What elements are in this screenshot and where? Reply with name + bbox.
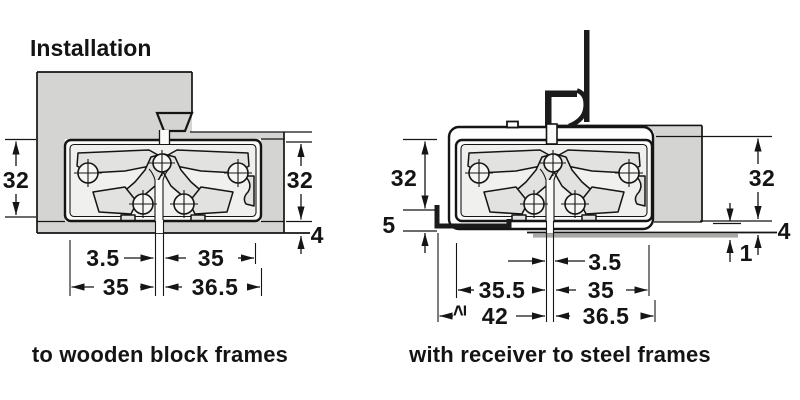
svg-text:32: 32: [3, 167, 30, 193]
svg-text:35: 35: [588, 277, 615, 303]
dim-left-32: 32: [3, 138, 36, 218]
left-diagram: 32 32 4 3.5 35 35 36.5: [3, 71, 324, 367]
dim-right-left-32: 32 5: [382, 138, 437, 253]
dim-rows-right-diagram: 3.5 35.5 35 ≥ 42 36.5: [437, 233, 656, 329]
receiver-lug: [506, 120, 519, 129]
svg-text:4: 4: [311, 222, 324, 248]
steel-frame-return: [434, 205, 512, 229]
svg-text:36.5: 36.5: [192, 274, 239, 300]
door-leaf: [556, 127, 702, 222]
page-title: Installation: [30, 35, 151, 61]
caption-left: to wooden block frames: [32, 342, 288, 367]
steel-frame-profile: [545, 30, 590, 129]
caption-right: with receiver to steel frames: [408, 342, 711, 367]
svg-text:32: 32: [391, 165, 418, 191]
dim-right-right-32: 32 4 1: [656, 135, 791, 266]
receiver-hook: [568, 88, 589, 129]
geq-symbol: ≥: [449, 305, 471, 316]
hinge-assembly-right: [454, 138, 654, 223]
svg-text:3.5: 3.5: [86, 245, 119, 271]
right-diagram: 32 5 32 4 1 3.5 35.5: [382, 30, 791, 367]
dim-right-32: 32: [286, 141, 314, 223]
hinge-pin: [545, 123, 558, 145]
svg-text:3.5: 3.5: [588, 249, 621, 275]
hinge-assembly-left: [63, 138, 263, 223]
hinge-pivot-head: [155, 111, 194, 133]
svg-text:35: 35: [103, 274, 130, 300]
svg-text:35.5: 35.5: [479, 277, 526, 303]
svg-text:36.5: 36.5: [583, 303, 630, 329]
dim-left-5: 5: [382, 212, 395, 238]
dim-right-4: 4: [778, 218, 791, 244]
svg-text:32: 32: [749, 165, 776, 191]
svg-text:35: 35: [198, 245, 225, 271]
svg-text:32: 32: [287, 167, 314, 193]
dim-bottom-4: 4: [297, 222, 324, 254]
dim-right-1: 1: [740, 240, 753, 266]
svg-text:42: 42: [482, 303, 509, 329]
dim-rows-left-diagram: 3.5 35 35 36.5: [69, 240, 263, 300]
receiver-plate: [533, 233, 738, 238]
